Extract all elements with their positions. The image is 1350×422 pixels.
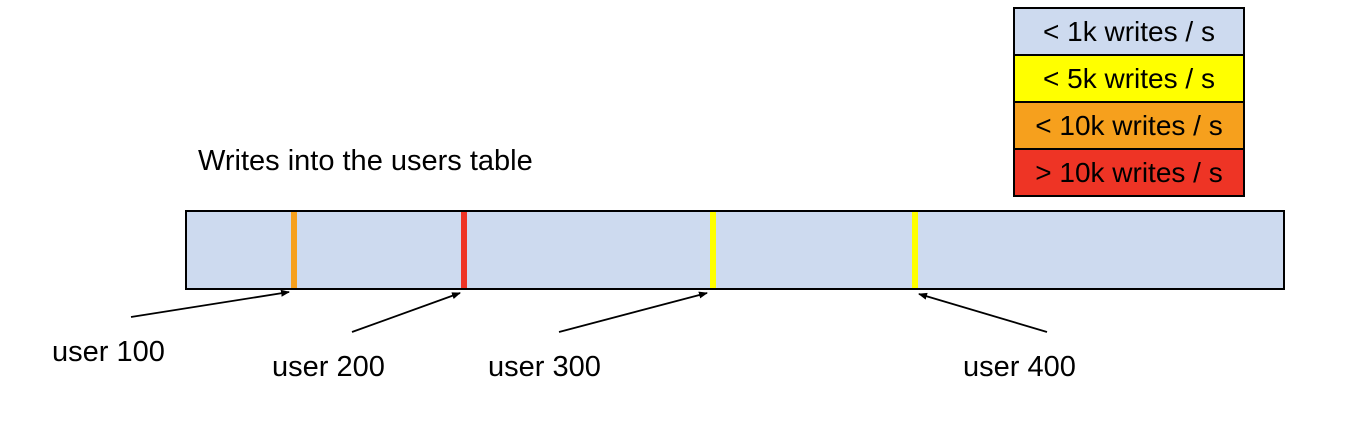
legend-item-label: < 10k writes / s	[1035, 110, 1223, 141]
diagram-title: Writes into the users table	[198, 145, 533, 177]
write-hotspot-stripe	[291, 212, 297, 288]
legend-item: < 5k writes / s	[1013, 54, 1245, 103]
legend-item: > 10k writes / s	[1013, 148, 1245, 197]
legend-item: < 10k writes / s	[1013, 101, 1245, 150]
marker-label: user 200	[272, 351, 385, 383]
legend-item-label: < 1k writes / s	[1043, 16, 1215, 47]
marker-label: user 100	[52, 336, 165, 368]
legend-item-label: > 10k writes / s	[1035, 157, 1223, 188]
marker-arrow	[130, 289, 290, 318]
legend-item-label: < 5k writes / s	[1043, 63, 1215, 94]
marker-arrow	[918, 292, 1048, 333]
marker-arrow	[558, 291, 708, 333]
marker-label: user 400	[963, 351, 1076, 383]
marker-arrow	[351, 292, 461, 333]
write-hotspot-stripe	[461, 212, 467, 288]
legend-item: < 1k writes / s	[1013, 7, 1245, 56]
write-hotspot-stripe	[710, 212, 716, 288]
legend: < 1k writes / s < 5k writes / s < 10k writ…	[1013, 7, 1245, 197]
marker-label: user 300	[488, 351, 601, 383]
users-table-bar	[185, 210, 1285, 290]
write-hotspot-stripe	[912, 212, 918, 288]
